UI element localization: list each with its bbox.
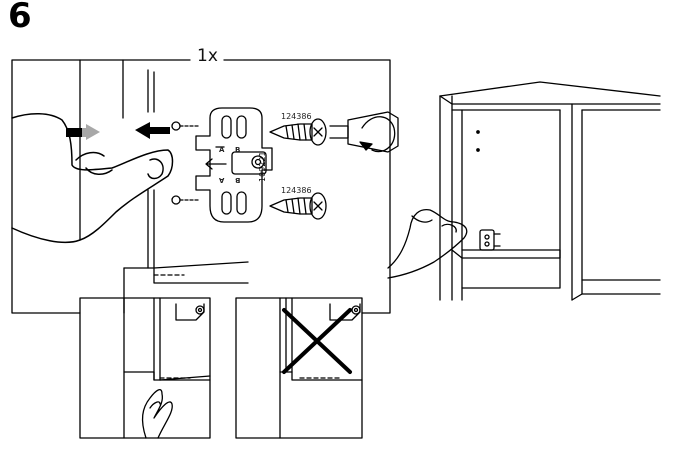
detail-panel-incorrect — [235, 297, 363, 439]
main-panel-frame — [11, 59, 391, 314]
plate-mark-a-bottom: A — [219, 176, 225, 184]
plate-code: 109221 — [258, 151, 267, 182]
push-arrows — [66, 122, 170, 140]
screw-top — [269, 118, 327, 146]
plate-mark-b-bottom: B — [235, 176, 241, 184]
plate-mark-a-top: A — [219, 146, 225, 154]
quantity-label: 1x — [193, 46, 222, 66]
plate-mark-b-top: B — [235, 146, 241, 154]
cross-mark — [282, 308, 352, 374]
cabinet-side-closeup — [79, 59, 249, 314]
mounting-plate-small — [479, 229, 501, 251]
mounting-plate — [195, 107, 273, 223]
step-number: 6 — [8, 0, 32, 36]
screw-code-top: 124386 — [281, 112, 312, 121]
cam-holes — [171, 121, 199, 205]
screwdriver — [329, 111, 399, 153]
cabinet-overview — [439, 81, 661, 301]
screw-bottom — [269, 192, 327, 220]
detail-panel-correct — [79, 297, 211, 439]
hand-overview — [387, 208, 468, 279]
screw-code-bottom: 124386 — [281, 186, 312, 195]
